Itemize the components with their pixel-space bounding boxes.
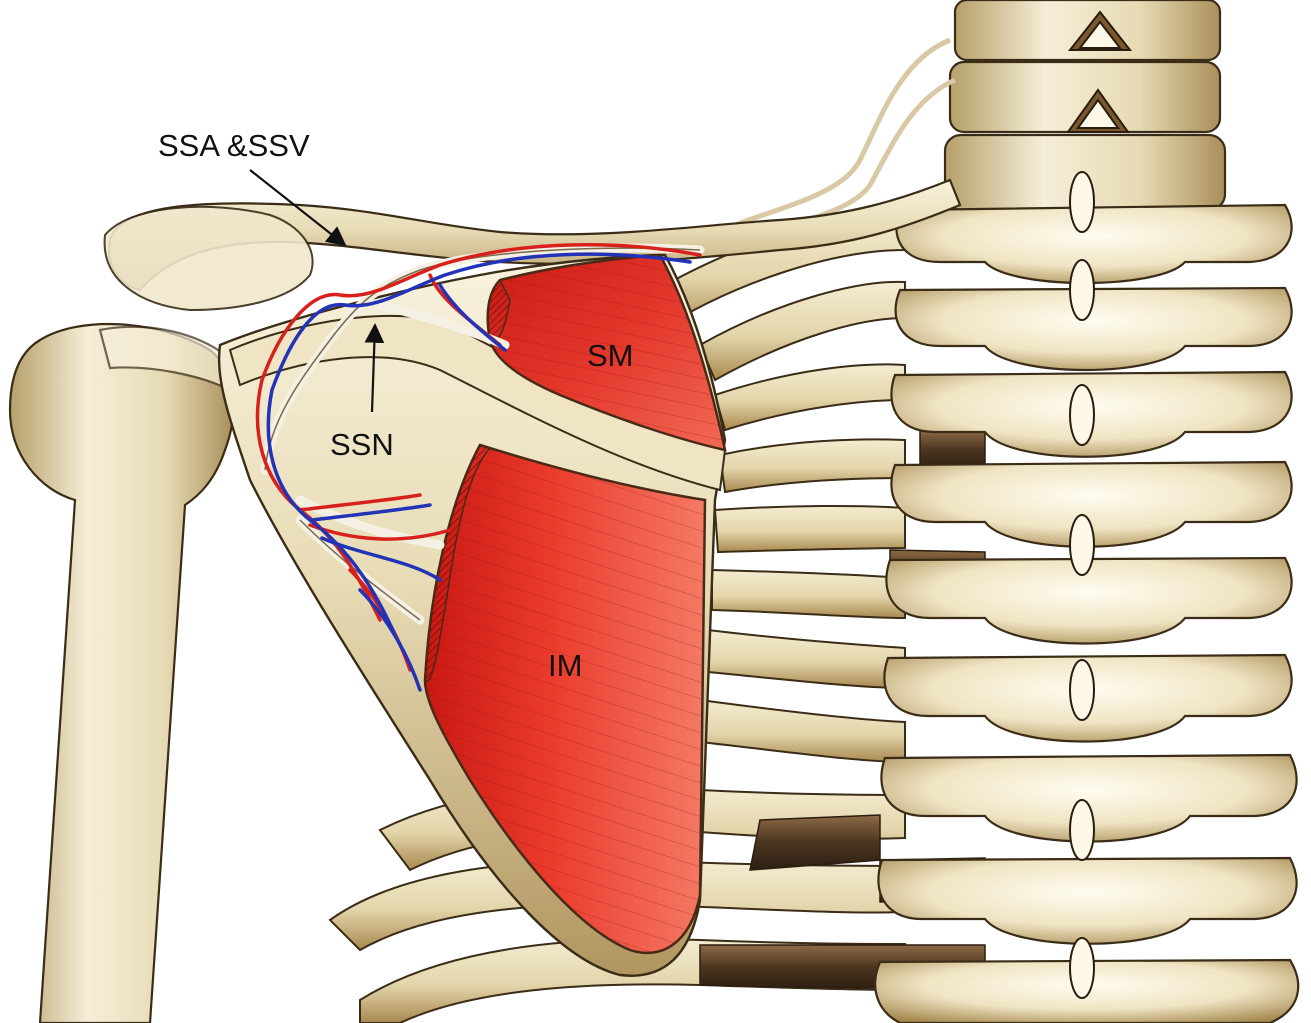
spinous-processes [1066, 10, 1133, 999]
vertebra [877, 856, 1298, 945]
rib [699, 698, 906, 764]
label-ssn: SSN [330, 427, 394, 462]
vertebra [880, 753, 1298, 843]
rib [713, 363, 906, 432]
vertebra [885, 556, 1293, 645]
infraspinatus-muscle [423, 443, 707, 955]
rib [711, 568, 906, 620]
rib [707, 628, 906, 690]
scapular-spine [228, 314, 727, 492]
annotations: SSA &SSV SSN SM IM [158, 128, 634, 683]
vertebra [895, 203, 1293, 285]
humerus [8, 322, 235, 1023]
label-sm: SM [587, 338, 634, 373]
vertebral-column [874, 0, 1300, 1023]
acromion [103, 205, 314, 312]
supraspinatus-muscle [486, 253, 727, 452]
rib [713, 504, 906, 554]
label-im: IM [548, 648, 582, 683]
rib [718, 438, 906, 494]
vertebra [894, 286, 1293, 372]
ssn-arrow [364, 323, 385, 413]
suprascapular-vein [266, 252, 692, 692]
ssa-ssv-arrow [249, 169, 347, 247]
label-ssa-ssv: SSA &SSV [158, 128, 310, 163]
